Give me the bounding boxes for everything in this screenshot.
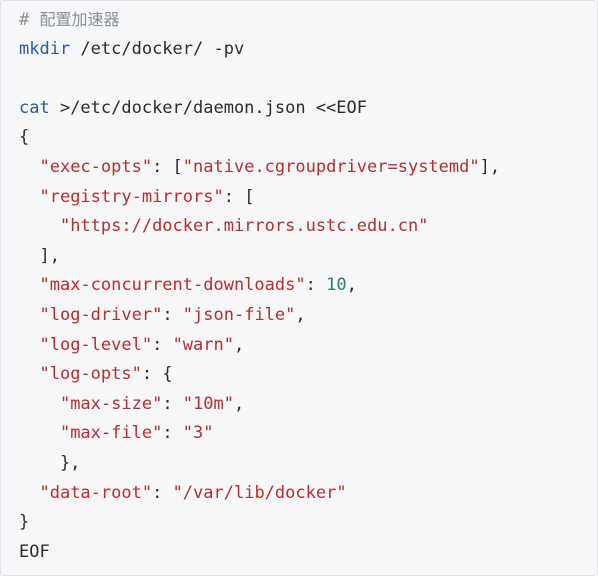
code-token [19, 187, 39, 207]
code-token: "3" [182, 423, 214, 444]
code-line: # 配置加速器 [19, 5, 597, 35]
code-token: mkdir [19, 38, 71, 59]
code-line: "registry-mirrors": [ [19, 183, 597, 213]
code-line: { [19, 123, 597, 153]
code-line: ], [19, 242, 597, 272]
code-token: , [233, 334, 245, 355]
code-token: "max-file" [59, 423, 163, 444]
code-token: 10 [326, 275, 347, 296]
code-line [19, 64, 597, 94]
code-token: : [ [223, 186, 255, 207]
code-token: "log-level" [39, 334, 153, 355]
code-line: "max-size": "10m", [19, 390, 597, 420]
code-token: : [305, 275, 327, 296]
code-token: "exec-opts" [39, 156, 153, 177]
code-line: "log-opts": { [19, 360, 597, 390]
code-token [19, 394, 60, 414]
code-token: "max-size" [59, 393, 163, 414]
code-line: "data-root": "/var/lib/docker" [19, 479, 597, 509]
code-token: "10m" [182, 393, 234, 414]
code-token: "data-root" [39, 482, 153, 503]
code-token [19, 157, 39, 177]
code-token: "/var/lib/docker" [172, 482, 347, 503]
code-token [19, 364, 39, 384]
code-token: ], [479, 156, 501, 177]
code-token: >/etc/docker/daemon.json <<EOF [49, 97, 367, 118]
code-token: /etc/docker/ -pv [70, 38, 245, 59]
code-token: : [152, 482, 173, 503]
code-token [19, 483, 39, 503]
code-token: EOF [19, 541, 50, 562]
code-token: 配置加速器 [39, 10, 120, 29]
code-token: "json-file" [182, 304, 296, 325]
code-token: , [233, 393, 245, 414]
code-line: "log-level": "warn", [19, 331, 597, 361]
code-token: # [19, 10, 40, 30]
code-token: "https://docker.mirrors.ustc.edu.cn" [59, 216, 429, 237]
code-token: "log-opts" [39, 364, 142, 385]
code-token [19, 305, 39, 325]
code-line: "log-driver": "json-file", [19, 301, 597, 331]
code-token: "warn" [172, 334, 234, 355]
code-token: "max-concurrent-downloads" [39, 275, 306, 296]
code-token: "registry-mirrors" [39, 186, 224, 207]
code-token: : [152, 334, 173, 355]
code-token [19, 335, 39, 355]
code-line: "https://docker.mirrors.ustc.edu.cn" [19, 212, 597, 242]
code-token [19, 216, 60, 236]
code-line: EOF [19, 538, 597, 568]
code-line: "exec-opts": ["native.cgroupdriver=syste… [19, 153, 597, 183]
code-token [19, 275, 39, 295]
code-token: "log-driver" [39, 304, 163, 325]
code-token: "native.cgroupdriver=systemd" [182, 156, 480, 177]
code-token: ], [19, 245, 60, 266]
code-token: , [295, 304, 306, 325]
code-token: : [162, 423, 183, 444]
code-token: }, [19, 452, 81, 473]
code-token: } [19, 512, 30, 533]
code-token [19, 423, 60, 443]
code-token: cat [19, 97, 50, 118]
code-token: { [19, 127, 30, 148]
code-line: } [19, 508, 597, 538]
code-token: : [ [152, 156, 183, 177]
code-line: "max-file": "3" [19, 419, 597, 449]
code-line: "max-concurrent-downloads": 10, [19, 271, 597, 301]
code-token: : [162, 304, 183, 325]
code-token: : { [141, 364, 173, 385]
code-line: }, [19, 449, 597, 479]
code-token: : [162, 393, 183, 414]
code-line: cat >/etc/docker/daemon.json <<EOF [19, 94, 597, 124]
code-token: , [346, 275, 357, 296]
code-line: mkdir /etc/docker/ -pv [19, 35, 597, 65]
